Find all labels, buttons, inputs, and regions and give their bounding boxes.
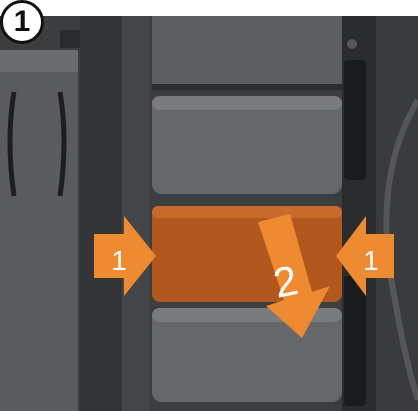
step-number-badge: 1 xyxy=(0,0,44,44)
drive-bay-2 xyxy=(152,96,342,194)
fan-edge xyxy=(376,16,418,411)
drive-bay-4 xyxy=(152,308,342,402)
drive-bay-top xyxy=(152,16,342,88)
right-slot-column xyxy=(342,16,376,411)
drive-bay-highlighted xyxy=(152,206,342,302)
drive-bay-stack xyxy=(152,16,342,402)
left-arrow-label: 1 xyxy=(111,245,127,276)
right-arrow-label: 1 xyxy=(363,245,379,276)
